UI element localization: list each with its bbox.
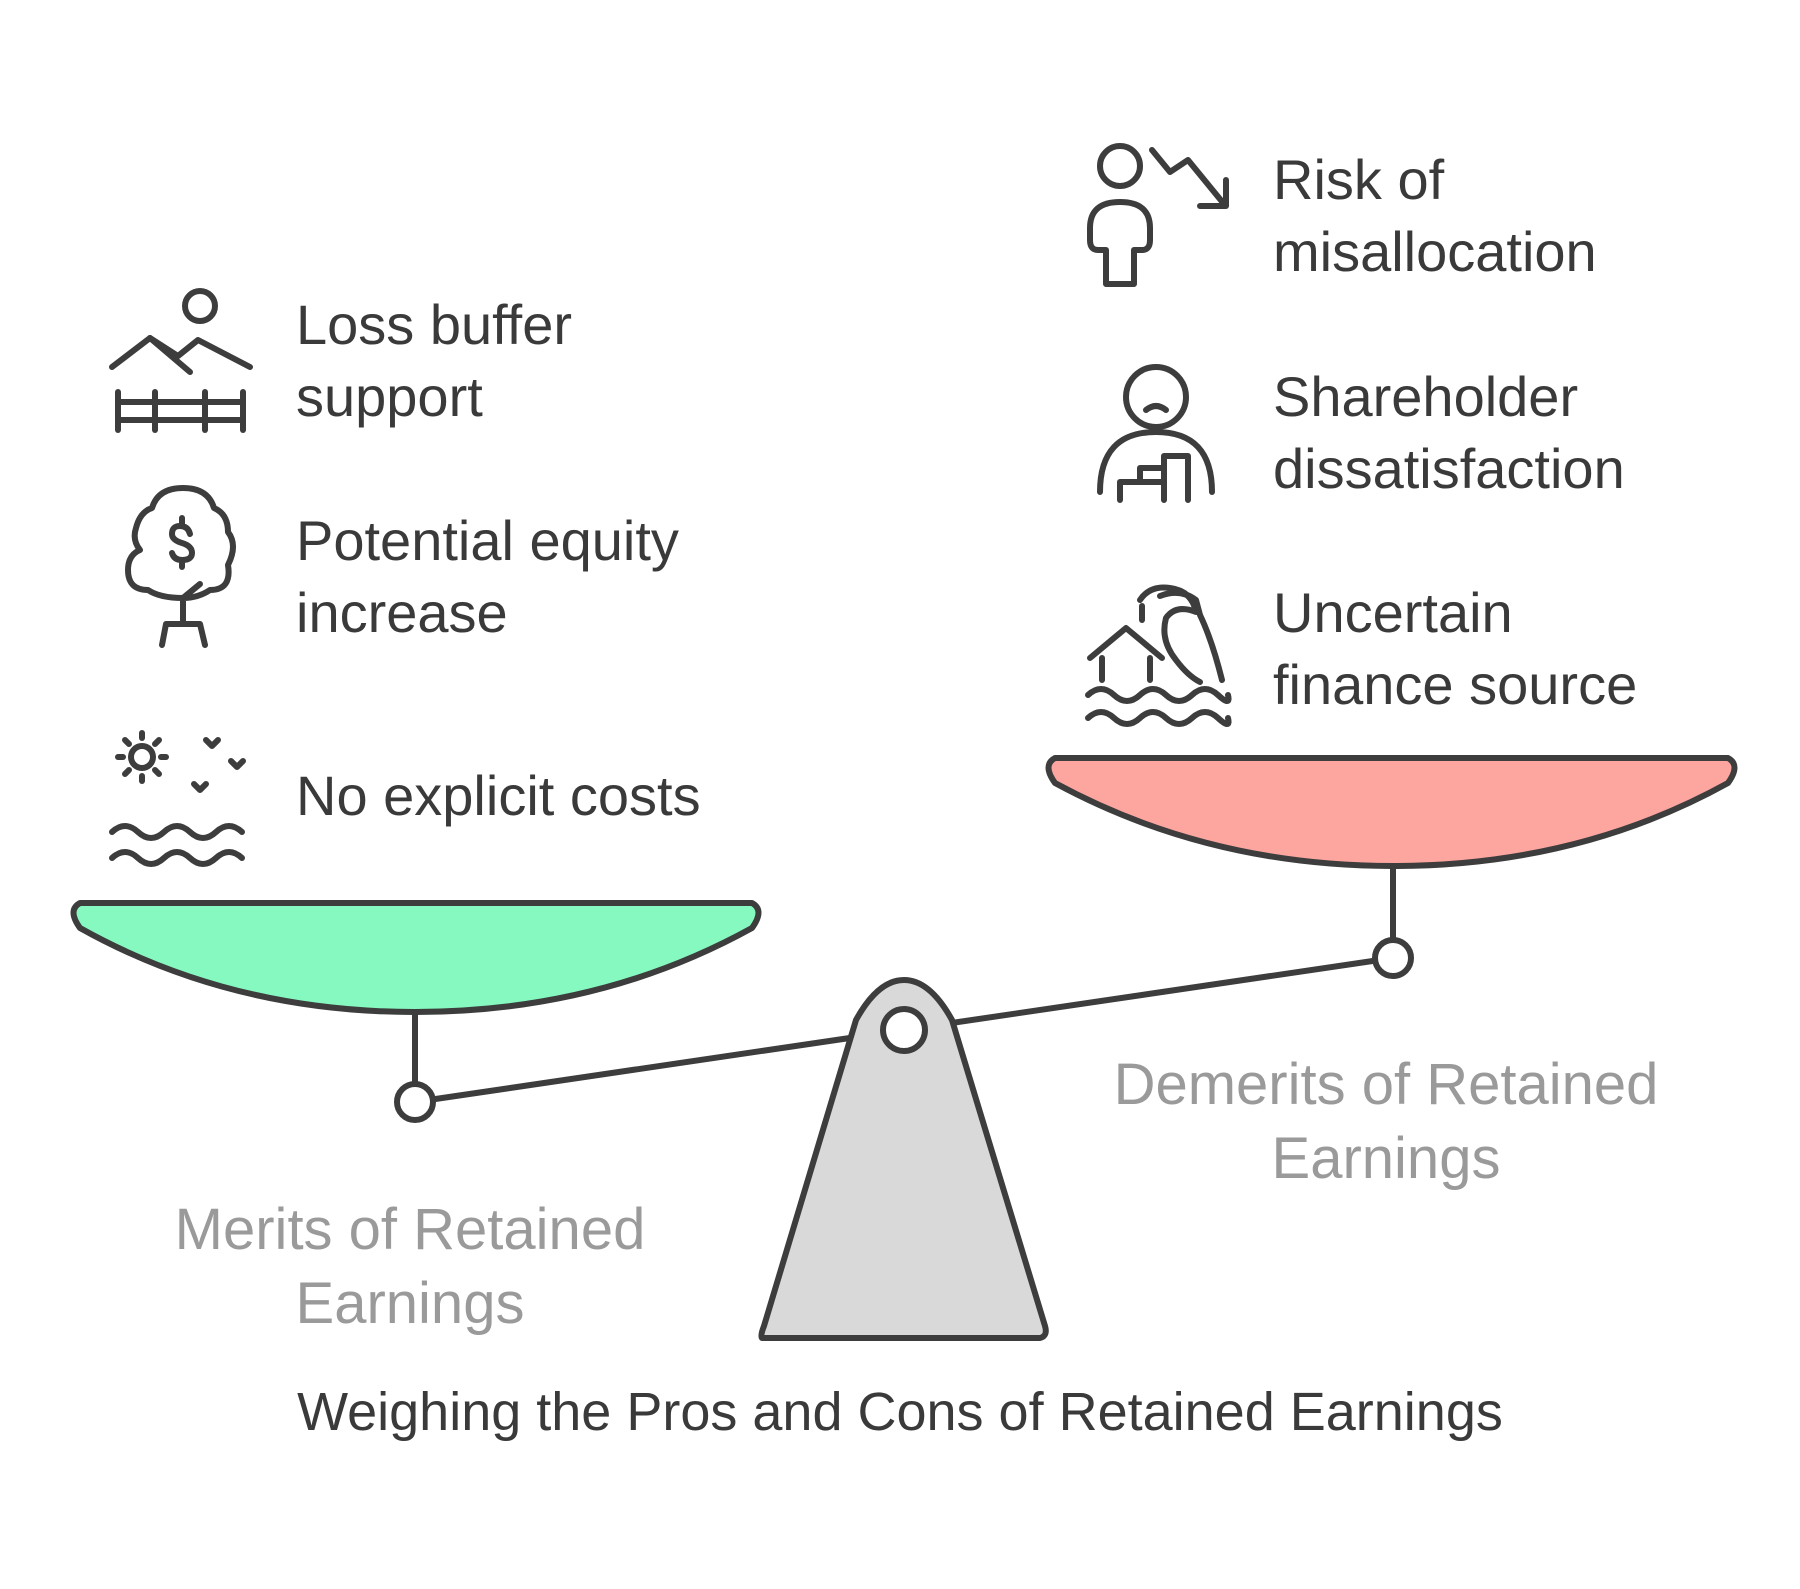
fulcrum-pivot	[880, 1006, 928, 1054]
money-tree-icon	[125, 485, 236, 648]
merit-item-2-line1: Potential equity	[296, 509, 679, 572]
demerit-item-1-line2: misallocation	[1273, 220, 1597, 283]
mountain-fence-icon	[109, 288, 253, 433]
person-down-arrow-icon	[1087, 143, 1229, 287]
demerit-item-1-line1: Risk of	[1273, 148, 1445, 211]
demerits-label-line2: Earnings	[1271, 1126, 1501, 1191]
fulcrum	[758, 977, 1049, 1341]
demerit-item-3-line1: Uncertain	[1273, 581, 1513, 644]
demerits-label-line1: Demerits of Retained	[1113, 1052, 1659, 1117]
house-flood-wave-icon	[1085, 584, 1232, 727]
sun-birds-waves-icon	[109, 730, 246, 867]
demerit-item-2-line2: dissatisfaction	[1273, 437, 1625, 500]
merit-item-2-line2: increase	[296, 581, 508, 644]
merits-label-line1: Merits of Retained	[174, 1197, 646, 1262]
left-pivot	[394, 1081, 436, 1123]
diagram-title: Weighing the Pros and Cons of Retained E…	[297, 1382, 1503, 1442]
merit-item-3-line1: No explicit costs	[296, 764, 701, 827]
demerit-item-3-line2: finance source	[1273, 653, 1638, 716]
right-pivot	[1372, 937, 1414, 979]
merit-item-1-line2: support	[296, 365, 483, 428]
demerit-item-2-line1: Shareholder	[1273, 365, 1579, 428]
merit-item-1-line1: Loss buffer	[296, 293, 573, 356]
merits-label-line2: Earnings	[295, 1271, 525, 1336]
demerits-pan	[1045, 755, 1738, 869]
sad-person-icon	[1097, 364, 1215, 503]
merits-pan	[70, 900, 762, 1015]
